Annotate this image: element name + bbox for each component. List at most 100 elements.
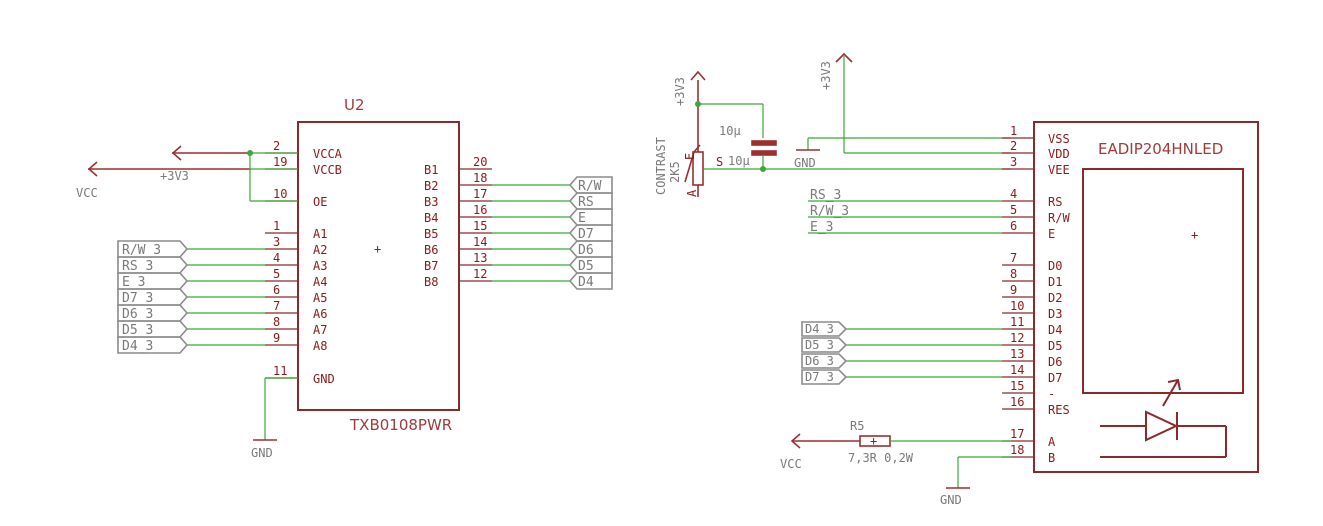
u2-pin-num: 6 bbox=[273, 283, 280, 297]
net-label: D7 bbox=[578, 227, 594, 242]
vcc-r5-label: VCC bbox=[780, 457, 802, 471]
net-label: E bbox=[578, 211, 586, 226]
cap-net-label: 10µ bbox=[728, 154, 750, 168]
u2-pin-num: 12 bbox=[473, 267, 487, 281]
r5-resistor[interactable]: + R5 7,3R 0,2W VCC bbox=[780, 419, 1011, 471]
u2-pin-num: 19 bbox=[273, 155, 287, 169]
net-label: D6 bbox=[578, 243, 594, 258]
r5-ref: R5 bbox=[850, 419, 864, 433]
lcd-pin-name: VDD bbox=[1048, 147, 1070, 161]
lcd-pin-num: 2 bbox=[1010, 139, 1017, 153]
net-label: R/W_3 bbox=[122, 243, 161, 258]
u2-pin-num: 1 bbox=[273, 219, 280, 233]
r5-origin-marker: + bbox=[870, 434, 877, 448]
u2-pin-name: B4 bbox=[424, 211, 438, 225]
lcd-pin-num: 1 bbox=[1010, 124, 1017, 138]
lcd-module[interactable]: EADIP204HNLED + 1VSS2VDD3VEE4RS5R/W6E7D0… bbox=[1002, 121, 1259, 473]
u2-pin-num: 8 bbox=[273, 315, 280, 329]
net-label: D6_3 bbox=[122, 307, 153, 322]
u2-pin-num: 4 bbox=[273, 251, 280, 265]
u2-pin-name: A4 bbox=[313, 275, 327, 289]
u2-chip[interactable]: U2 TXB0108PWR + 2VCCA19VCCB10OE1A13A24A3… bbox=[265, 96, 492, 434]
gnd-lcd-label: GND bbox=[940, 493, 962, 507]
u2-pin-name: B5 bbox=[424, 227, 438, 241]
pot-pin-s: S bbox=[716, 155, 723, 169]
u2-pin-num: 9 bbox=[273, 331, 280, 345]
u2-left-netlabels: R/W_3RS_3E_3D7_3D6_3D5_3D4_3 bbox=[117, 240, 265, 354]
net-label: D5_3 bbox=[122, 323, 153, 338]
gnd-lcd-symbol: GND bbox=[940, 456, 1011, 507]
u2-pin-name: B8 bbox=[424, 275, 438, 289]
u2-pin-num: 10 bbox=[273, 187, 287, 201]
lcd-pin-num: 5 bbox=[1010, 203, 1017, 217]
u2-pin-name: A3 bbox=[313, 259, 327, 273]
contrast-pot[interactable]: CONTRAST 2K5 A E S bbox=[654, 80, 1011, 197]
contrast-value: 2K5 bbox=[668, 161, 682, 183]
u2-gnd-symbol: GND bbox=[251, 377, 298, 460]
lcd-pin-name: - bbox=[1048, 387, 1055, 401]
lcd-pin-num: 7 bbox=[1010, 251, 1017, 265]
lcd-pin-num: 11 bbox=[1010, 315, 1024, 329]
gnd-cap-label: GND bbox=[794, 156, 816, 170]
u2-pin-name: A2 bbox=[313, 243, 327, 257]
lcd-data-netlabels: D4_3D5_3D6_3D7_3 bbox=[801, 321, 1002, 385]
u2-pin-num: 16 bbox=[473, 203, 487, 217]
u2-pin-name: A8 bbox=[313, 339, 327, 353]
lcd-pin-num: 6 bbox=[1010, 219, 1017, 233]
lcd-pin-num: 16 bbox=[1010, 395, 1024, 409]
lcd-pin-num: 15 bbox=[1010, 379, 1024, 393]
vcc-left-label: VCC bbox=[76, 186, 98, 200]
cap-value: 10µ bbox=[719, 124, 741, 138]
lcd-pin-name: R/W bbox=[1048, 211, 1070, 225]
lcd-pin-num: 14 bbox=[1010, 363, 1024, 377]
net-label: D5_3 bbox=[805, 338, 834, 352]
lcd-pin-name: D1 bbox=[1048, 275, 1062, 289]
lcd-pin-name: D7 bbox=[1048, 371, 1062, 385]
gnd-cap-symbol: GND bbox=[794, 137, 1011, 170]
net-label: D7_3 bbox=[805, 370, 834, 384]
lcd-pin-name: E bbox=[1048, 227, 1055, 241]
capacitor-10u[interactable]: 10µ 10µ bbox=[719, 124, 777, 172]
backlight-led-icon bbox=[1100, 378, 1227, 458]
u2-ref: U2 bbox=[344, 96, 365, 114]
u2-pin-name: VCCA bbox=[313, 147, 343, 161]
u2-pin-name: A6 bbox=[313, 307, 327, 321]
lcd-pin-name: VEE bbox=[1048, 163, 1070, 177]
lcd-pin-name: D2 bbox=[1048, 291, 1062, 305]
vcc-left-symbol: VCC bbox=[76, 161, 250, 200]
net-label: D7_3 bbox=[122, 291, 153, 306]
gnd-u2-label: GND bbox=[251, 446, 273, 460]
u2-pin-num: 14 bbox=[473, 235, 487, 249]
lcd-pin-name: B bbox=[1048, 451, 1055, 465]
pot-pin-e: E bbox=[683, 153, 697, 160]
lcd-pin-num: 17 bbox=[1010, 427, 1024, 441]
u2-pin-name: VCCB bbox=[313, 163, 342, 177]
net-label: D5 bbox=[578, 259, 594, 274]
lcd-pin-name: D6 bbox=[1048, 355, 1062, 369]
u2-supply-wires bbox=[247, 150, 298, 202]
u2-pin-name: A1 bbox=[313, 227, 327, 241]
u2-origin-marker: + bbox=[374, 242, 381, 256]
lcd-pin-num: 18 bbox=[1010, 443, 1024, 457]
lcd-pin-name: A bbox=[1048, 435, 1056, 449]
v3-pot-label: +3V3 bbox=[673, 77, 687, 106]
lcd-pin-name: RES bbox=[1048, 403, 1070, 417]
lcd-pin-name: VSS bbox=[1048, 132, 1070, 146]
net-label: RS_3 bbox=[122, 259, 153, 274]
u2-pin-num: 7 bbox=[273, 299, 280, 313]
net-label: RS bbox=[578, 195, 594, 210]
u2-pin-name: B2 bbox=[424, 179, 438, 193]
lcd-origin-marker: + bbox=[1191, 228, 1198, 242]
lcd-pin-name: D4 bbox=[1048, 323, 1062, 337]
v3-lcd-symbol: +3V3 bbox=[819, 52, 1011, 154]
u2-pin-name: A5 bbox=[313, 291, 327, 305]
u2-pin-name: A7 bbox=[313, 323, 327, 337]
u2-pin-name: B7 bbox=[424, 259, 438, 273]
lcd-value: EADIP204HNLED bbox=[1098, 140, 1223, 158]
u2-pin-num: 11 bbox=[273, 364, 287, 378]
u2-value: TXB0108PWR bbox=[349, 416, 452, 434]
